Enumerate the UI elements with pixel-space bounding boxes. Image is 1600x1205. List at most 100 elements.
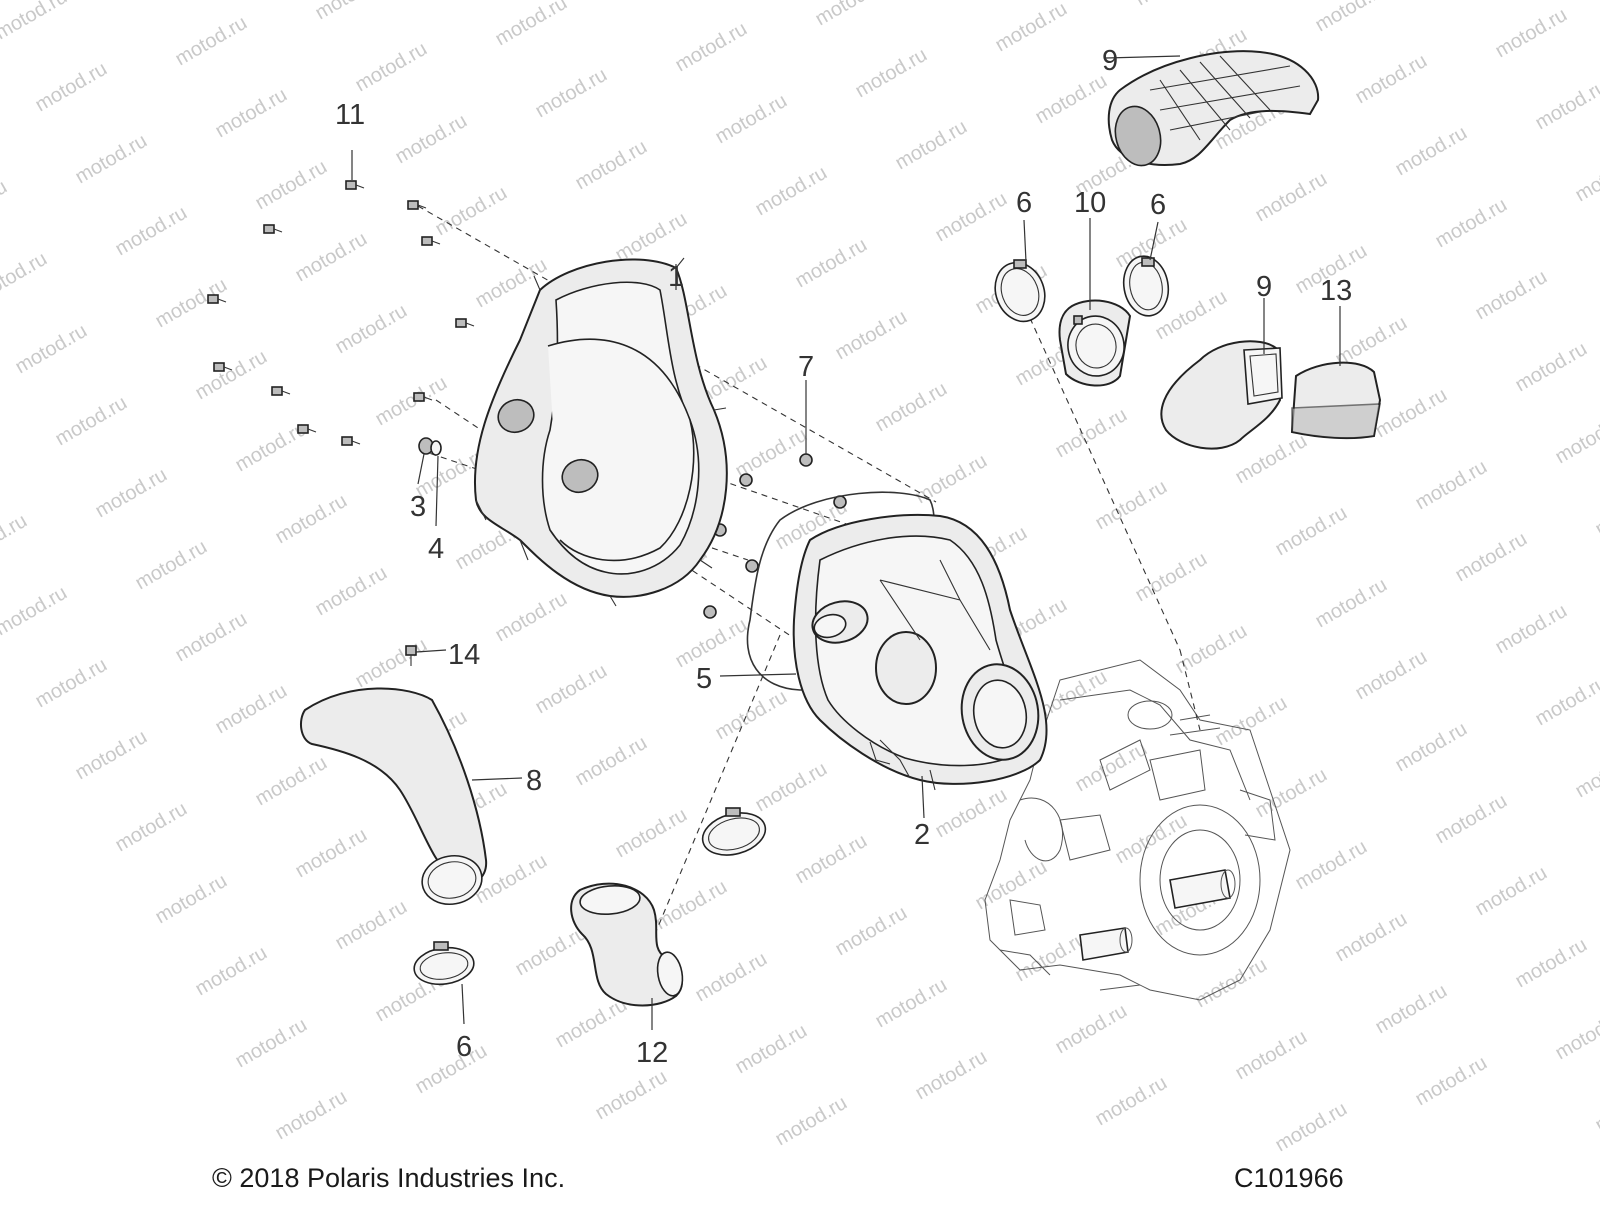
watermark-text: motod.ru bbox=[492, 0, 571, 50]
callout-14: 14 bbox=[448, 639, 480, 671]
callout-13: 13 bbox=[1320, 275, 1352, 307]
watermark-text: motod.ru bbox=[352, 38, 431, 97]
watermark-text: motod.ru bbox=[1372, 980, 1451, 1039]
watermark-text: motod.ru bbox=[1332, 908, 1411, 967]
watermark-text: motod.ru bbox=[412, 1040, 491, 1099]
watermark-text: motod.ru bbox=[872, 974, 951, 1033]
watermark-text: motod.ru bbox=[752, 758, 831, 817]
screw bbox=[408, 201, 426, 209]
callout-3: 3 bbox=[410, 491, 426, 523]
watermark-text: motod.ru bbox=[1432, 194, 1511, 253]
watermark-text: motod.ru bbox=[1132, 548, 1211, 607]
watermark-text: motod.ru bbox=[992, 0, 1071, 56]
watermark-text: motod.ru bbox=[1592, 1078, 1600, 1137]
screw bbox=[298, 425, 316, 433]
watermark-text: motod.ru bbox=[1072, 738, 1151, 797]
callout-6-upper-right: 6 bbox=[1150, 189, 1166, 221]
watermark-text: motod.ru bbox=[1392, 718, 1471, 777]
watermark-text: motod.ru bbox=[312, 562, 391, 621]
watermark-text: motod.ru bbox=[1352, 50, 1431, 109]
watermark-text: motod.ru bbox=[1492, 600, 1571, 659]
watermark-text: motod.ru bbox=[1552, 410, 1600, 469]
watermark-text: motod.ru bbox=[192, 346, 271, 405]
watermark-text: motod.ru bbox=[172, 608, 251, 667]
screw bbox=[272, 387, 290, 395]
watermark-text: motod.ru bbox=[132, 536, 211, 595]
watermark-text: motod.ru bbox=[392, 110, 471, 169]
watermark-text: motod.ru bbox=[312, 0, 391, 24]
watermark-text: motod.ru bbox=[572, 136, 651, 195]
watermark-text: motod.ru bbox=[12, 320, 91, 379]
watermark-text: motod.ru bbox=[772, 1092, 851, 1151]
screw bbox=[422, 237, 440, 245]
watermark-text: motod.ru bbox=[552, 994, 631, 1053]
watermark-text: motod.ru bbox=[1512, 338, 1591, 397]
drawing-number: C101966 bbox=[1234, 1163, 1344, 1194]
watermark-text: motod.ru bbox=[292, 824, 371, 883]
watermark-text: motod.ru bbox=[0, 248, 51, 307]
screw bbox=[264, 225, 282, 233]
watermark-text: motod.ru bbox=[912, 450, 991, 509]
callout-10: 10 bbox=[1074, 187, 1106, 219]
watermark-text: motod.ru bbox=[1472, 862, 1551, 921]
watermark-text: motod.ru bbox=[692, 948, 771, 1007]
watermark-text: motod.ru bbox=[672, 18, 751, 77]
watermark-text: motod.ru bbox=[712, 686, 791, 745]
watermark-text: motod.ru bbox=[732, 1020, 811, 1079]
watermark-text: motod.ru bbox=[492, 588, 571, 647]
screw bbox=[456, 319, 474, 327]
watermark-text: motod.ru bbox=[852, 44, 931, 103]
clamp-middle bbox=[698, 806, 770, 861]
upper-intake-duct bbox=[1109, 51, 1318, 170]
watermark-text: motod.ru bbox=[0, 0, 71, 44]
watermark-text: motod.ru bbox=[212, 84, 291, 143]
watermark-text: motod.ru bbox=[1392, 122, 1471, 181]
watermark-text: motod.ru bbox=[1492, 4, 1571, 63]
callout-9-upper: 9 bbox=[1102, 45, 1118, 77]
watermark-text: motod.ru bbox=[1112, 810, 1191, 869]
watermark-text: motod.ru bbox=[872, 378, 951, 437]
watermark-text: motod.ru bbox=[932, 188, 1011, 247]
watermark-text: motod.ru bbox=[72, 726, 151, 785]
watermark-text: motod.ru bbox=[252, 752, 331, 811]
watermark-text: motod.ru bbox=[532, 64, 611, 123]
watermark-text: motod.ru bbox=[1172, 620, 1251, 679]
watermark-text: motod.ru bbox=[1132, 0, 1211, 10]
watermark-text: motod.ru bbox=[292, 228, 371, 287]
watermark-text: motod.ru bbox=[1312, 574, 1391, 633]
watermark-text: motod.ru bbox=[1312, 0, 1391, 36]
copyright-notice: © 2018 Polaris Industries Inc. bbox=[212, 1163, 565, 1194]
watermark-text: motod.ru bbox=[272, 490, 351, 549]
watermark-text: motod.ru bbox=[1372, 384, 1451, 443]
watermark-text: motod.ru bbox=[1512, 934, 1591, 993]
callout-2: 2 bbox=[914, 819, 930, 851]
callout-4: 4 bbox=[428, 533, 444, 565]
watermark-text: motod.ru bbox=[892, 116, 971, 175]
watermark-text: motod.ru bbox=[1272, 1098, 1351, 1157]
watermark-text: motod.ru bbox=[192, 942, 271, 1001]
watermark-text: motod.ru bbox=[372, 372, 451, 431]
duct-adapter bbox=[1060, 301, 1131, 386]
callout-1: 1 bbox=[668, 261, 684, 293]
watermark-text: motod.ru bbox=[32, 654, 111, 713]
watermark-text: motod.ru bbox=[1532, 672, 1600, 731]
watermark-text: motod.ru bbox=[632, 0, 711, 4]
watermark-text: motod.ru bbox=[832, 306, 911, 365]
callout-6-upper-left: 6 bbox=[1016, 187, 1032, 219]
watermark-text: motod.ru bbox=[1572, 744, 1600, 803]
watermark-text: motod.ru bbox=[152, 274, 231, 333]
callout-9-lower: 9 bbox=[1256, 271, 1272, 303]
screw bbox=[346, 181, 364, 189]
watermark-text: motod.ru bbox=[1272, 502, 1351, 561]
watermark-text: motod.ru bbox=[92, 464, 171, 523]
watermark-text: motod.ru bbox=[912, 1046, 991, 1105]
watermark-text: motod.ru bbox=[1532, 76, 1600, 135]
watermark-text: motod.ru bbox=[1232, 1026, 1311, 1085]
watermark-text: motod.ru bbox=[1252, 764, 1331, 823]
watermark-text: motod.ru bbox=[72, 130, 151, 189]
watermark-text: motod.ru bbox=[752, 162, 831, 221]
watermark-text: motod.ru bbox=[1332, 312, 1411, 371]
watermark-text: motod.ru bbox=[212, 680, 291, 739]
watermark-text: motod.ru bbox=[732, 424, 811, 483]
